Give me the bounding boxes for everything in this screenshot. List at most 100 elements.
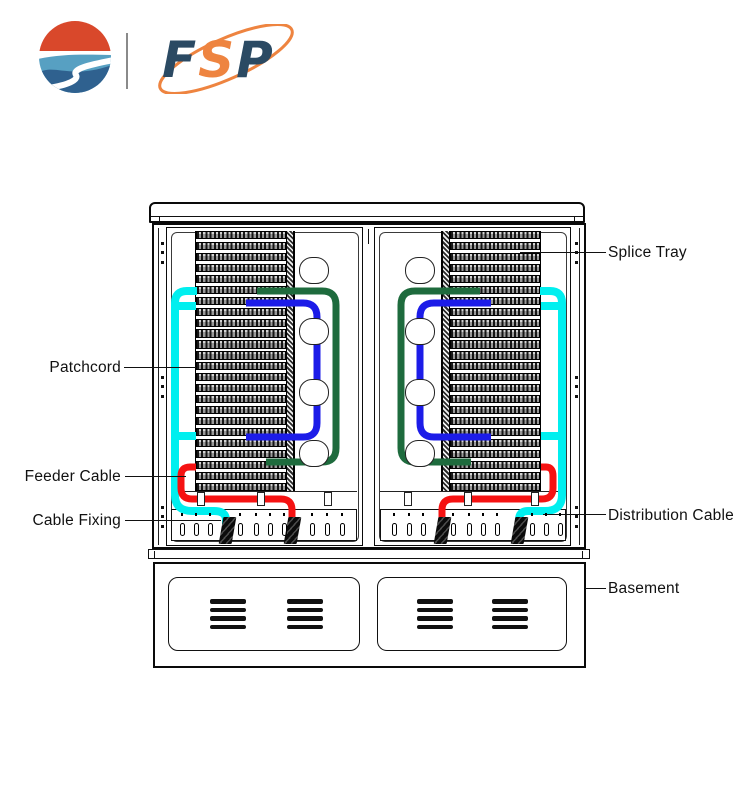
tray-hinge-hatch bbox=[286, 231, 294, 491]
label-feeder-cable: Feeder Cable bbox=[24, 468, 121, 485]
splice-tray-row bbox=[450, 395, 540, 404]
left-frame-line bbox=[158, 228, 159, 545]
fixing-dot bbox=[268, 513, 272, 516]
fixing-hole bbox=[480, 523, 486, 536]
fixing-dot bbox=[407, 513, 411, 516]
vent-slat bbox=[417, 599, 453, 604]
vent-slat bbox=[417, 607, 453, 613]
cabinet-top-cap bbox=[149, 202, 585, 223]
cap-corner-tick bbox=[159, 216, 160, 221]
fixing-hole bbox=[339, 523, 345, 536]
frame-tick bbox=[160, 515, 164, 518]
cable-guide-ring bbox=[299, 317, 329, 345]
splice-tray-stack-right bbox=[441, 231, 541, 491]
fixing-dot bbox=[238, 513, 242, 516]
splice-tray-row bbox=[450, 274, 540, 283]
splice-tray-row bbox=[196, 307, 286, 316]
frame-tick bbox=[574, 395, 578, 398]
fixing-hole bbox=[267, 523, 273, 536]
fixing-hole bbox=[543, 523, 549, 536]
cable-guide-ring bbox=[299, 256, 329, 284]
splice-tray-row bbox=[196, 351, 286, 360]
fixing-hole bbox=[557, 523, 563, 536]
fixing-hole bbox=[253, 523, 259, 536]
splice-tray-row bbox=[450, 296, 540, 305]
splice-tray-row bbox=[450, 384, 540, 393]
vent-slat bbox=[492, 616, 528, 621]
leader-distribution-cable bbox=[543, 514, 606, 515]
rail-slot bbox=[404, 492, 412, 506]
cabinet-body bbox=[152, 223, 586, 549]
fixing-dot bbox=[451, 513, 455, 516]
splice-tray-row bbox=[196, 406, 286, 415]
leader-basement bbox=[585, 588, 606, 589]
splice-tray-row bbox=[196, 482, 286, 491]
splice-tray-row bbox=[450, 263, 540, 272]
cable-guide-ring bbox=[405, 439, 435, 467]
frame-tick bbox=[160, 251, 164, 254]
fixing-hole bbox=[324, 523, 330, 536]
vent-slat bbox=[210, 616, 246, 621]
vent-slat bbox=[492, 624, 528, 630]
splice-tray-row bbox=[450, 482, 540, 491]
cable-guide-ring bbox=[405, 378, 435, 406]
right-frame-line bbox=[579, 228, 580, 545]
splice-tray-row bbox=[450, 285, 540, 294]
logo-orbit-ring-icon bbox=[158, 24, 294, 94]
splice-tray-row bbox=[450, 471, 540, 480]
splice-tray-row bbox=[196, 263, 286, 272]
cap-seam-line bbox=[151, 216, 583, 217]
splice-tray-row bbox=[450, 318, 540, 327]
frame-tick bbox=[160, 525, 164, 528]
splice-tray-row bbox=[196, 384, 286, 393]
fixing-dot bbox=[208, 513, 212, 516]
fixing-hole bbox=[193, 523, 199, 536]
fixing-dot bbox=[421, 513, 425, 516]
splice-tray-row bbox=[450, 252, 540, 262]
splice-tray-row bbox=[196, 438, 286, 447]
label-basement: Basement bbox=[608, 580, 680, 597]
rail-slot bbox=[531, 492, 539, 506]
rail-slot bbox=[324, 492, 332, 506]
frame-tick bbox=[160, 395, 164, 398]
frame-tick bbox=[574, 261, 578, 264]
logo-divider bbox=[126, 33, 128, 89]
fixing-hole bbox=[466, 523, 472, 536]
cap-corner-tick bbox=[574, 216, 575, 221]
frame-tick bbox=[160, 242, 164, 245]
frame-tick bbox=[574, 385, 578, 388]
vent-slat bbox=[417, 616, 453, 621]
splice-tray-row bbox=[450, 307, 540, 316]
leader-feeder-cable bbox=[125, 476, 186, 477]
splice-tray-row bbox=[196, 395, 286, 404]
leader-cable-fixing bbox=[125, 520, 221, 521]
splice-tray-row bbox=[196, 373, 286, 382]
splice-tray-row bbox=[196, 252, 286, 262]
splice-tray-row bbox=[450, 241, 540, 251]
label-cable-fixing: Cable Fixing bbox=[32, 512, 121, 529]
splice-tray-row bbox=[196, 285, 286, 294]
rail-slot bbox=[197, 492, 205, 506]
splice-tray-row bbox=[196, 427, 286, 437]
brand-emblem-icon bbox=[39, 21, 111, 93]
frame-tick bbox=[160, 376, 164, 379]
fixing-dot bbox=[495, 513, 499, 516]
fixing-dot bbox=[530, 513, 534, 516]
leader-splice-tray bbox=[520, 252, 606, 253]
frame-tick bbox=[574, 376, 578, 379]
fixing-hole bbox=[529, 523, 535, 536]
cable-guide-ring bbox=[299, 439, 329, 467]
splice-tray-row bbox=[196, 274, 286, 283]
fixing-dot bbox=[194, 513, 198, 516]
fixing-dot bbox=[325, 513, 329, 516]
splice-tray-row bbox=[450, 231, 540, 240]
basement-box bbox=[153, 562, 586, 668]
svg-text:FSP: FSP bbox=[162, 31, 275, 89]
rail-slot bbox=[257, 492, 265, 506]
fixing-hole bbox=[391, 523, 397, 536]
fixing-dot bbox=[544, 513, 548, 516]
splice-tray-row bbox=[450, 329, 540, 338]
fixing-hole bbox=[309, 523, 315, 536]
tray-hinge-hatch bbox=[442, 231, 450, 491]
